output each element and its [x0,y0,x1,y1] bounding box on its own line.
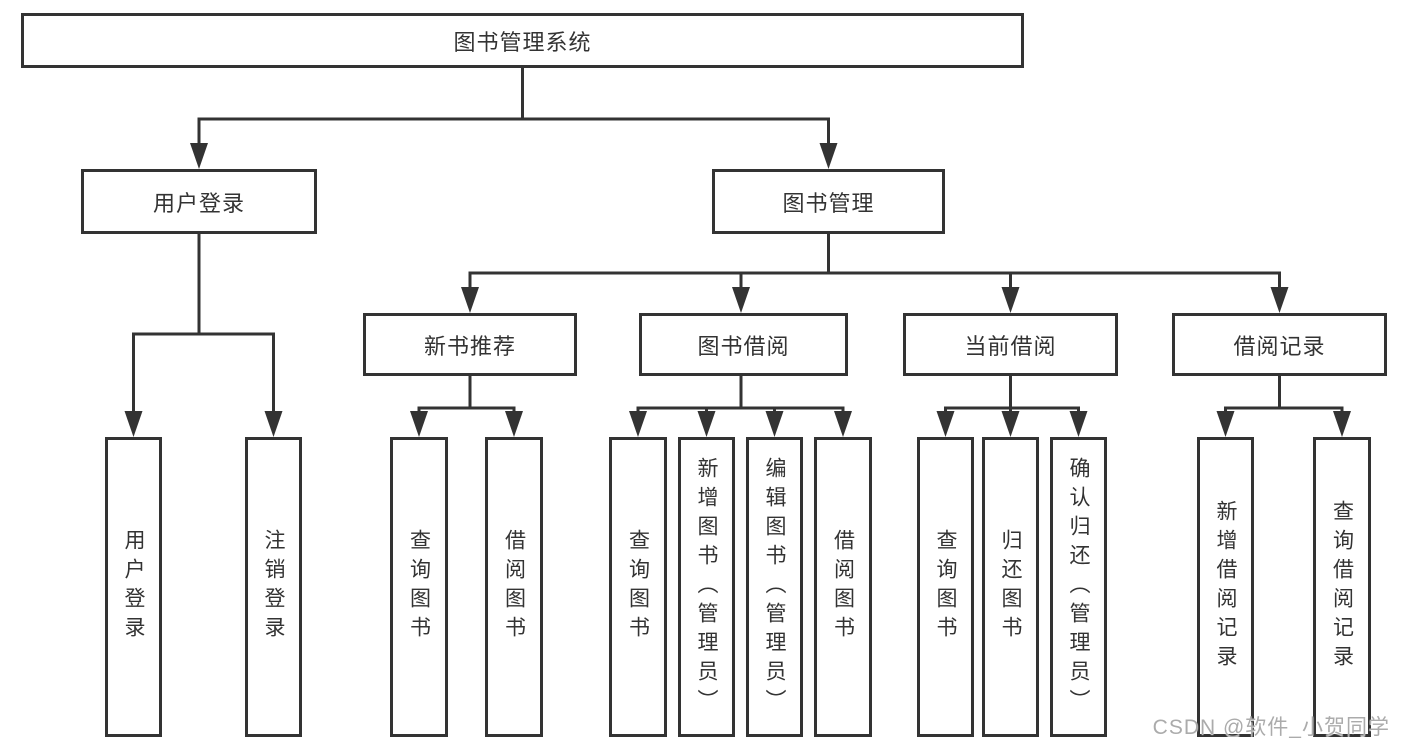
node-book-borrowing: 图书借阅 [639,313,848,376]
node-library-management-system: 图书管理系统 [21,13,1024,68]
node-new-book-recommendation: 新书推荐 [363,313,577,376]
csdn-watermark: CSDN @软件_小贺同学 [1152,716,1390,739]
node-book-management: 图书管理 [712,169,945,234]
leaf-query-books-recommend: 查询图书 [390,437,448,737]
leaf-logout: 注销登录 [245,437,302,737]
leaf-add-book-admin: 新增图书（管理员） [678,437,735,737]
node-current-borrowing: 当前借阅 [903,313,1118,376]
node-borrowing-records: 借阅记录 [1172,313,1387,376]
leaf-user-login: 用户登录 [105,437,162,737]
arrowheads [124,143,1351,437]
leaf-query-books-borrowing: 查询图书 [609,437,667,737]
leaf-query-books-current: 查询图书 [917,437,974,737]
leaf-borrow-books-recommend: 借阅图书 [485,437,543,737]
leaf-add-borrow-record: 新增借阅记录 [1197,437,1254,737]
leaf-query-borrow-record: 查询借阅记录 [1313,437,1371,737]
leaf-confirm-return-admin: 确认归还（管理员） [1050,437,1107,737]
leaf-return-books: 归还图书 [982,437,1039,737]
node-user-login: 用户登录 [81,169,317,234]
leaf-borrow-books-borrowing: 借阅图书 [814,437,872,737]
leaf-edit-book-admin: 编辑图书（管理员） [746,437,803,737]
